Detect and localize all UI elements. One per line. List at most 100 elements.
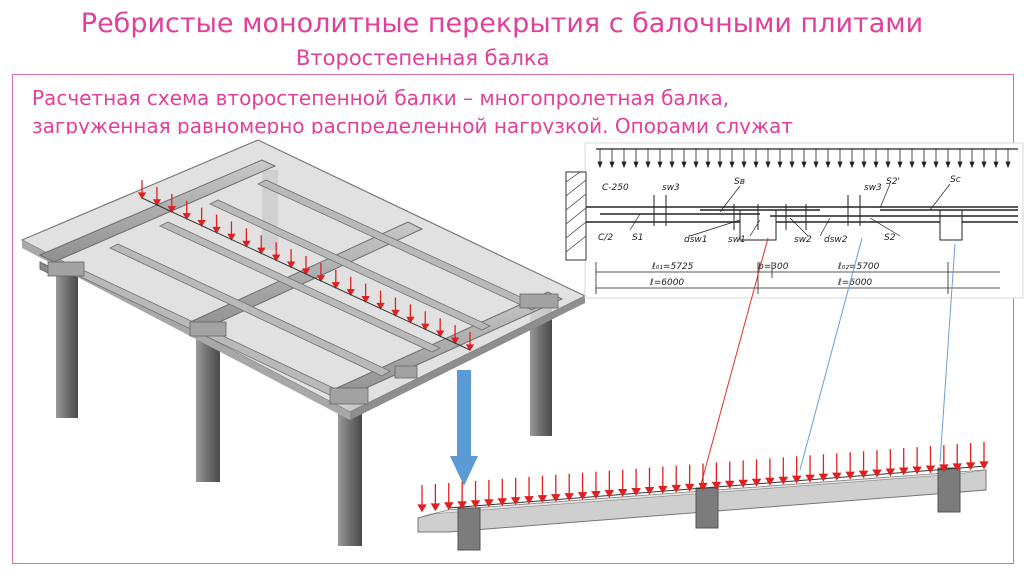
load-arrowhead (301, 268, 311, 276)
load-arrowhead (591, 491, 601, 499)
column-heads (47, 261, 559, 405)
load-arrowhead (858, 470, 869, 479)
load-arrowhead (765, 477, 775, 486)
load-arrowhead (925, 465, 936, 474)
load-arrowhead (444, 502, 454, 511)
load-arrowhead (212, 226, 221, 234)
load-arrowhead (406, 316, 415, 324)
body-text: Расчетная схема второстепенной балки – м… (32, 84, 992, 134)
load-arrowhead (939, 464, 949, 473)
load-arrowhead (738, 479, 748, 488)
load-arrowhead (577, 492, 588, 500)
load-arrowhead (979, 461, 989, 470)
load-tick-head (729, 161, 735, 169)
load-tick-head (657, 161, 663, 169)
load-tick-head (945, 161, 951, 169)
leader-lines (699, 237, 956, 489)
load-arrowhead (457, 501, 467, 510)
load-arrowhead (551, 494, 561, 503)
load-tick-head (957, 161, 963, 169)
load-arrowhead (818, 473, 829, 482)
beam-support (695, 487, 719, 529)
load-tick-head (801, 161, 807, 169)
load-arrowhead (658, 485, 668, 494)
label-l01: ℓ₀₁=5725 (651, 262, 694, 272)
label-sw2: sw2 (794, 235, 812, 245)
distributed-load (597, 149, 1011, 169)
load-tick-head (765, 161, 771, 169)
load-arrowhead (417, 504, 427, 513)
load-arrowhead (845, 471, 855, 480)
column (56, 270, 78, 418)
label-sw3-left: sw3 (662, 183, 680, 193)
label-sw1: sw1 (728, 235, 746, 245)
label-l02: ℓ₀₂=5700 (837, 262, 880, 272)
column (196, 330, 220, 482)
load-arrowhead (725, 480, 735, 489)
column (338, 396, 362, 546)
label-s1: S1 (632, 233, 643, 243)
load-tick-head (621, 161, 627, 169)
load-arrowhead (450, 337, 460, 345)
load-arrowhead (376, 302, 385, 310)
load-tick-head (645, 161, 651, 169)
load-arrowhead (965, 462, 976, 471)
load-tick-head (669, 161, 675, 169)
load-arrowhead (331, 282, 340, 290)
load-arrowhead (698, 482, 708, 491)
loaded-beam-axis (141, 197, 471, 351)
load-arrows-beam (417, 442, 989, 513)
load-arrowhead (832, 472, 842, 481)
label-dsw2: dsw2 (824, 235, 848, 245)
label-sc: Sc (950, 175, 961, 185)
slide-title: Ребристые монолитные перекрытия с балочн… (80, 8, 924, 39)
load-arrowhead (952, 463, 962, 472)
load-arrowhead (751, 478, 762, 487)
load-arrowhead (197, 219, 206, 227)
load-tick-head (909, 161, 915, 169)
load-arrowhead (421, 323, 430, 331)
load-tick-head (633, 161, 639, 169)
beam-support (937, 467, 961, 513)
load-arrowhead (242, 240, 251, 248)
continuous-beam-3d (417, 442, 989, 551)
load-tick-head (969, 161, 975, 169)
load-arrowhead (391, 309, 400, 317)
load-tick-head (597, 161, 603, 169)
load-arrowhead (617, 488, 628, 497)
load-arrowhead (497, 498, 508, 507)
load-tick-head (837, 161, 843, 169)
load-arrowhead (537, 495, 548, 504)
label-sw3-right: sw3 (864, 183, 882, 193)
label-l1: ℓ=6000 (649, 278, 684, 288)
reinforcement-drawing: C-250 C/2 sw3 Sв sw3 S2' Sc S1 dsw1 sw1 … (565, 142, 1024, 299)
load-tick-head (705, 161, 711, 169)
label-s2prime: S2' (886, 177, 900, 187)
load-arrowhead (564, 493, 574, 502)
load-tick-head (717, 161, 723, 169)
load-tick-head (741, 161, 747, 169)
load-tick-head (885, 161, 891, 169)
load-arrowhead (791, 475, 802, 484)
load-arrowhead (872, 469, 882, 478)
load-tick-head (777, 161, 783, 169)
floor-frame-3d (20, 139, 587, 546)
load-arrows-3d (137, 180, 475, 352)
label-s2: S2 (884, 233, 896, 243)
load-tick-head (873, 161, 879, 169)
load-arrowhead (227, 233, 236, 241)
load-tick-head (693, 161, 699, 169)
load-arrowhead (631, 487, 641, 496)
load-tick-head (993, 161, 999, 169)
load-tick-head (813, 161, 819, 169)
load-arrowhead (361, 295, 370, 303)
load-tick-head (897, 161, 903, 169)
load-arrowhead (470, 500, 481, 509)
load-tick-head (681, 161, 687, 169)
content-frame (12, 74, 1014, 564)
load-arrowhead (671, 484, 681, 493)
load-tick-head (1005, 161, 1011, 169)
load-arrowhead (316, 275, 326, 283)
label-c2: C/2 (598, 233, 613, 243)
